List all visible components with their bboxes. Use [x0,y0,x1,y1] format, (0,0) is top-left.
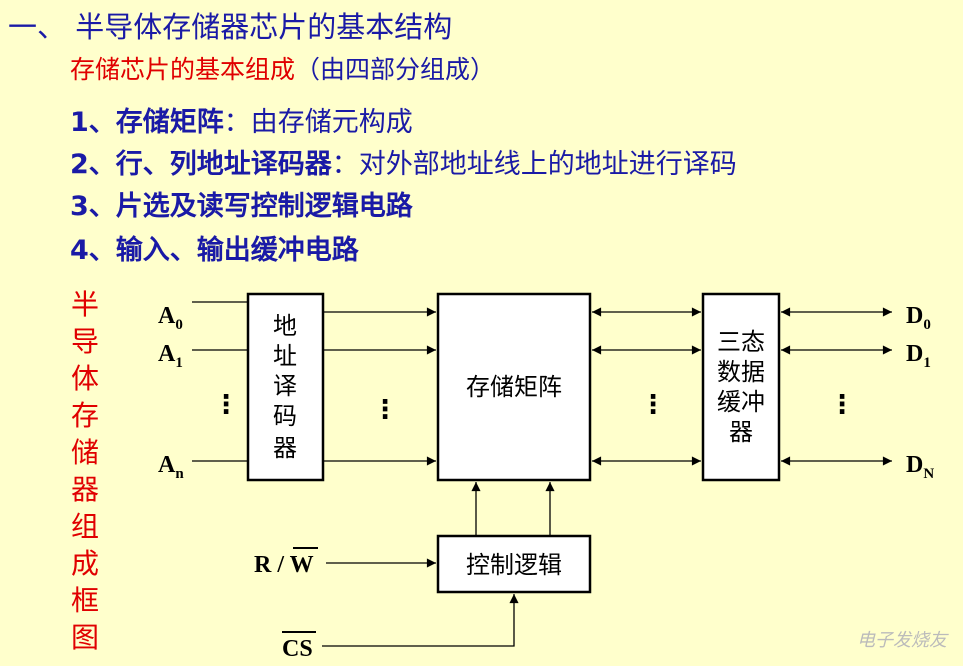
matrix-label: 存储矩阵 [466,373,562,401]
item-number: 3、 [70,191,116,222]
subtitle: 存储芯片的基本组成（由四部分组成） [70,50,495,86]
control-logic-box [436,534,592,594]
buffer-line: 缓冲 [717,388,765,416]
address-label-a0: A0 [158,303,183,333]
tristate-buffer-box [701,292,781,482]
item-sep: ： [223,107,251,138]
ellipsis-data: ⋮ [829,390,855,420]
buffer-line: 器 [729,418,753,446]
cs-label: CS [282,636,313,662]
item-number: 2、 [70,149,116,180]
decoder-char: 地 [273,312,297,340]
control-label: 控制逻辑 [466,551,562,579]
storage-matrix-box [436,292,592,482]
list-item: 4、输入、输出缓冲电路 [70,228,359,267]
item-name: 输入、输出缓冲电路 [115,235,359,266]
decoder-char: 译 [273,372,297,400]
decoder-char: 码 [273,402,297,430]
address-label-an: An [158,452,184,482]
watermark: 电子发烧友 [857,630,947,651]
data-label-d0: D0 [906,303,931,333]
decoder-char: 器 [273,434,297,462]
address-decoder-box [246,292,325,482]
item-sep: ： [331,149,359,180]
list-item: 1、存储矩阵：由存储元构成 [70,100,413,139]
vertical-caption: 半导体存储器组成框图 [70,288,99,654]
data-label-d1: D1 [906,341,931,371]
item-desc: 由存储元构成 [250,107,413,138]
cs-arrow [322,594,519,647]
rw-label: R / W [254,552,314,578]
item-name: 存储矩阵 [115,107,224,138]
ellipsis-matrix: ⋮ [640,390,666,420]
item-name: 行、列地址译码器 [115,149,332,180]
item-number: 4、 [70,235,116,266]
item-name: 片选及读写控制逻辑电路 [115,191,413,222]
address-label-a1: A1 [158,341,183,371]
buffer-line: 数据 [717,358,765,386]
list-item: 2、行、列地址译码器：对外部地址线上的地址进行译码 [70,142,737,181]
list-item: 3、片选及读写控制逻辑电路 [70,184,413,223]
subtitle-note: （由四部分组成） [295,55,496,84]
buffer-line: 三态 [717,328,765,356]
data-label-dn: DN [906,452,934,482]
ellipsis-address: ⋮ [213,390,239,420]
page-title: 一、 半导体存储器芯片的基本结构 [8,10,453,44]
ellipsis-decoder: ⋮ [372,395,398,425]
subtitle-main: 存储芯片的基本组成 [70,55,296,84]
decoder-char: 址 [273,342,297,370]
item-desc: 对外部地址线上的地址进行译码 [358,149,737,180]
item-number: 1、 [70,107,116,138]
